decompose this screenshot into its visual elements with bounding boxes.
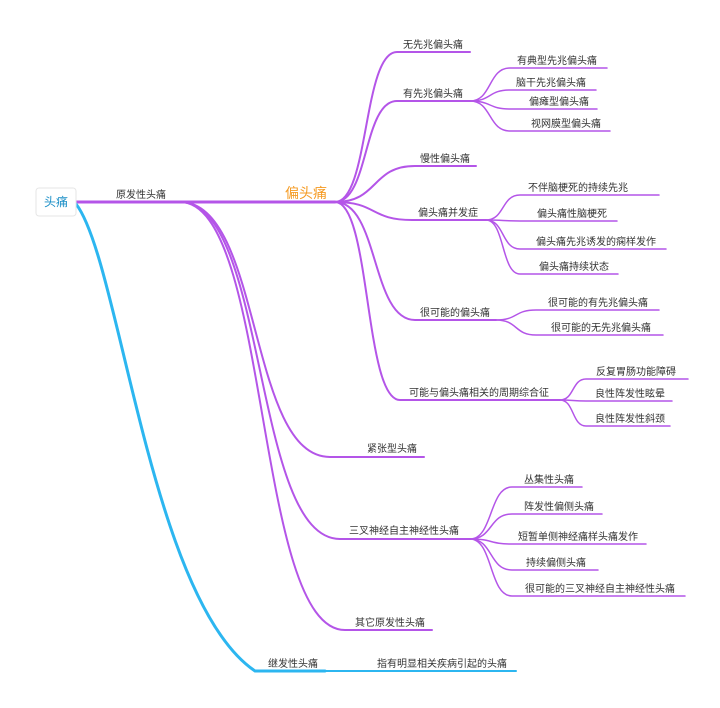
with-aura-child-node[interactable]: 视网膜型偏头痛: [531, 117, 601, 130]
secondary-headache-node[interactable]: 继发性头痛: [268, 657, 318, 670]
secondary-child-node[interactable]: 指有明显相关疾病引起的头痛: [377, 657, 507, 670]
connector-line: [179, 201, 471, 540]
tacs-child-node[interactable]: 短暂单侧神经痛样头痛发作: [518, 530, 638, 543]
connector-line: [469, 513, 603, 540]
tacs-child-node[interactable]: 丛集性头痛: [524, 473, 574, 486]
syndrome-child-node[interactable]: 反复胃肠功能障碍: [596, 365, 676, 378]
connector-line: [334, 201, 487, 221]
connector-line: [469, 538, 599, 571]
connector-line: [559, 399, 673, 402]
root-node[interactable]: 头痛: [44, 194, 68, 209]
other-primary-node[interactable]: 其它原发性头痛: [355, 616, 425, 629]
connector-line: [495, 309, 660, 321]
probable-migraine-node[interactable]: 很可能的偏头痛: [420, 306, 490, 319]
with-aura-child-node[interactable]: 有典型先兆偏头痛: [517, 54, 597, 67]
complication-child-node[interactable]: 偏头痛性脑梗死: [537, 207, 607, 220]
connector-line: [334, 201, 561, 401]
connector-line: [495, 319, 664, 336]
root-node-box[interactable]: [35, 187, 77, 217]
connector-line: [334, 165, 477, 203]
connector-line: [559, 378, 689, 401]
migraine-without-aura-node[interactable]: 无先兆偏头痛: [403, 38, 463, 51]
connector-line: [179, 201, 433, 631]
connector-line: [469, 538, 686, 597]
with-aura-child-node[interactable]: 脑干先兆偏头痛: [516, 76, 586, 89]
connector-line: [334, 51, 471, 203]
connector-line: [485, 194, 660, 221]
connector-line: [179, 201, 425, 458]
tension-headache-node[interactable]: 紧张型头痛: [367, 442, 417, 455]
tacs-child-node[interactable]: 阵发性偏侧头痛: [524, 500, 594, 513]
with-aura-child-node[interactable]: 偏瘫型偏头痛: [529, 95, 589, 108]
connector-line: [469, 486, 583, 540]
primary-headache-node[interactable]: 原发性头痛: [116, 188, 166, 201]
connector-line: [469, 100, 611, 132]
migraine-node[interactable]: 偏头痛: [285, 185, 327, 202]
connector-line: [485, 219, 619, 275]
probable-child-node[interactable]: 很可能的无先兆偏头痛: [551, 321, 651, 334]
connector-line: [74, 202, 327, 673]
complication-child-node[interactable]: 偏头痛持续状态: [539, 260, 609, 273]
connector-line: [485, 219, 618, 222]
connector-line: [559, 399, 671, 427]
tacs-child-node[interactable]: 持续偏侧头痛: [526, 556, 586, 569]
complication-child-node[interactable]: 不伴脑梗死的持续先兆: [528, 181, 628, 194]
connector-line: [334, 201, 497, 321]
connector-line: [334, 100, 471, 203]
complication-child-node[interactable]: 偏头痛先兆诱发的痫样发作: [536, 235, 656, 248]
tacs-node[interactable]: 三叉神经自主神经性头痛: [349, 524, 459, 537]
migraine-with-aura-node[interactable]: 有先兆偏头痛: [403, 87, 463, 100]
periodic-syndromes-node[interactable]: 可能与偏头痛相关的周期综合征: [409, 386, 549, 399]
syndrome-child-node[interactable]: 良性阵发性斜颈: [595, 412, 665, 425]
probable-child-node[interactable]: 很可能的有先兆偏头痛: [548, 296, 648, 309]
chronic-migraine-node[interactable]: 慢性偏头痛: [420, 152, 470, 165]
migraine-complications-node[interactable]: 偏头痛并发症: [418, 206, 478, 219]
connector-lines: [74, 51, 689, 673]
syndrome-child-node[interactable]: 良性阵发性眩晕: [595, 387, 665, 400]
tacs-child-node[interactable]: 很可能的三叉神经自主神经性头痛: [525, 582, 675, 595]
